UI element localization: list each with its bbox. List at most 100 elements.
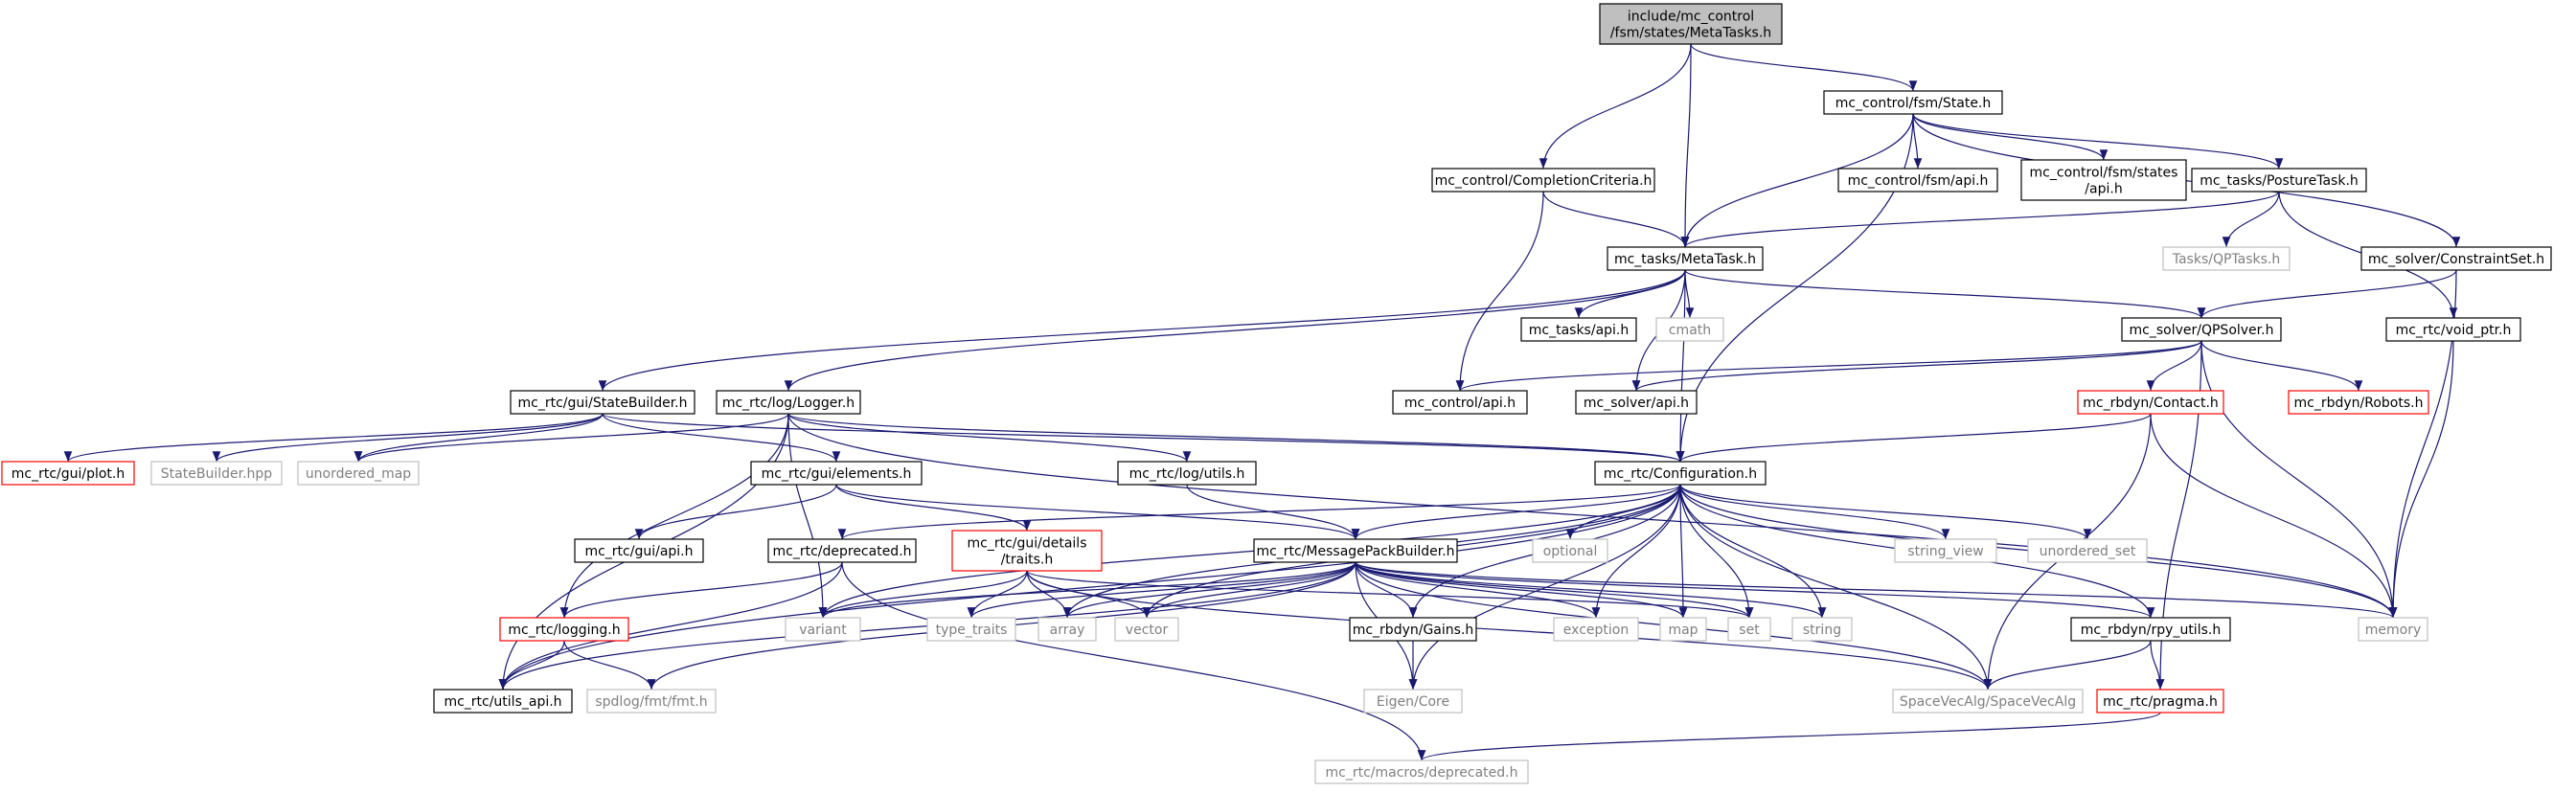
node-label: mc_rtc/deprecated.h xyxy=(772,544,911,559)
node-pragma[interactable]: mc_rtc/pragma.h xyxy=(2096,689,2224,714)
node-box xyxy=(2070,617,2231,642)
file-nodes: include/mc_control/fsm/states/MetaTasks.… xyxy=(1,3,2552,784)
node-box xyxy=(150,461,283,486)
node-logging[interactable]: mc_rtc/logging.h xyxy=(499,617,629,642)
node-box xyxy=(2162,246,2291,271)
edge-msgpack-to-array xyxy=(1062,561,1356,619)
node-gui-elements[interactable]: mc_rtc/gui/elements.h xyxy=(750,461,923,486)
node-box xyxy=(1892,689,2084,714)
node-map: map xyxy=(1659,617,1707,642)
node-label: mc_rtc/log/Logger.h xyxy=(722,396,855,411)
edge-metatask-to-configuration xyxy=(1676,269,1686,463)
node-label: mc_rtc/logging.h xyxy=(508,623,620,638)
node-posture[interactable]: mc_tasks/PostureTask.h xyxy=(2191,168,2367,193)
edge-logger-to-configuration xyxy=(787,413,1684,463)
edge-msgpack-to-vector xyxy=(1142,561,1356,619)
edge-metatask-to-cmath xyxy=(1684,269,1695,319)
edge-configuration-to-optional xyxy=(1565,484,1681,540)
edge-metatask-to-tasks_api xyxy=(1574,269,1686,319)
edge-logger-to-log_utils xyxy=(787,413,1192,463)
node-box xyxy=(2288,390,2429,415)
node-label: mc_rtc/void_ptr.h xyxy=(2396,323,2512,338)
node-log-utils[interactable]: mc_rtc/log/utils.h xyxy=(1117,461,1257,486)
node-completion[interactable]: mc_control/CompletionCriteria.h xyxy=(1431,168,1655,193)
node-tasks-api[interactable]: mc_tasks/api.h xyxy=(1520,317,1637,342)
node-solver-api[interactable]: mc_solver/api.h xyxy=(1575,390,1698,415)
node-label: mc_control/CompletionCriteria.h xyxy=(1435,173,1653,189)
edge-configuration-to-exception xyxy=(1591,484,1681,619)
node-box xyxy=(1392,390,1528,415)
edge-qpsolver-to-solver_api xyxy=(1631,340,2202,392)
edge-metatask-to-qpsolver xyxy=(1684,269,2206,319)
node-box xyxy=(2096,689,2224,714)
node-metatask[interactable]: mc_tasks/MetaTask.h xyxy=(1607,246,1764,271)
node-box xyxy=(2191,168,2367,193)
node-box xyxy=(750,461,923,486)
node-label: mc_control/api.h xyxy=(1404,396,1516,411)
node-label: /fsm/states/MetaTasks.h xyxy=(1610,26,1771,41)
node-box xyxy=(586,689,717,714)
node-label: memory xyxy=(2365,623,2422,638)
node-traits[interactable]: mc_rtc/gui/details/traits.h xyxy=(951,530,1103,572)
node-contact[interactable]: mc_rbdyn/Contact.h xyxy=(2077,390,2224,415)
edge-traits-to-array xyxy=(1026,570,1072,619)
edge-contact-to-configuration xyxy=(1676,413,2152,463)
node-control-api[interactable]: mc_control/api.h xyxy=(1392,390,1528,415)
edge-configuration-to-string_view xyxy=(1679,484,1950,540)
edge-logger-to-memory xyxy=(787,413,2398,619)
edge-traits-to-set xyxy=(1026,570,1753,619)
node-label: Eigen/Core xyxy=(1377,694,1449,710)
node-label: StateBuilder.hpp xyxy=(161,466,272,482)
node-utils-api[interactable]: mc_rtc/utils_api.h xyxy=(433,689,573,714)
edge-statebuilder-to-plot xyxy=(63,413,604,463)
edge-configuration-to-deprecated xyxy=(838,484,1681,540)
node-label: mc_rtc/gui/elements.h xyxy=(762,466,912,482)
edge-contact-to-memory xyxy=(2150,413,2398,619)
edge-completion-to-metatask xyxy=(1542,191,1690,248)
node-label: mc_rbdyn/rpy_utils.h xyxy=(2081,623,2221,638)
edge-configuration-to-unordered_set xyxy=(1679,484,2092,540)
node-plot[interactable]: mc_rtc/gui/plot.h xyxy=(1,461,135,486)
node-eigen: Eigen/Core xyxy=(1363,689,1463,714)
node-exception: exception xyxy=(1553,617,1639,642)
node-logger[interactable]: mc_rtc/log/Logger.h xyxy=(716,390,861,415)
node-fsm-states-api[interactable]: mc_control/fsm/states/api.h xyxy=(2020,159,2187,201)
node-state[interactable]: mc_control/fsm/State.h xyxy=(1823,90,2003,115)
node-box xyxy=(767,538,917,563)
node-deprecated[interactable]: mc_rtc/deprecated.h xyxy=(767,538,917,563)
node-root[interactable]: include/mc_control/fsm/states/MetaTasks.… xyxy=(1599,3,1783,45)
node-label: mc_rtc/Configuration.h xyxy=(1604,466,1757,482)
node-box xyxy=(1655,317,1724,342)
node-box xyxy=(1363,689,1463,714)
node-fsm-api[interactable]: mc_control/fsm/api.h xyxy=(1837,168,1998,193)
node-statebuilder[interactable]: mc_rtc/gui/StateBuilder.h xyxy=(510,390,695,415)
node-gui-api[interactable]: mc_rtc/gui/api.h xyxy=(574,538,704,563)
node-label: spdlog/fmt/fmt.h xyxy=(595,694,707,710)
node-unordered-map: unordered_map xyxy=(297,461,420,486)
node-label: optional xyxy=(1543,544,1598,559)
node-robots[interactable]: mc_rbdyn/Robots.h xyxy=(2288,390,2429,415)
node-label: mc_control/fsm/State.h xyxy=(1835,96,1992,111)
edge-gui_elements-to-gui_api xyxy=(634,484,837,540)
node-constraintset[interactable]: mc_solver/ConstraintSet.h xyxy=(2360,246,2552,271)
node-qpsolver[interactable]: mc_solver/QPSolver.h xyxy=(2121,317,2282,342)
node-msgpack[interactable]: mc_rtc/MessagePackBuilder.h xyxy=(1253,538,1458,563)
node-void-ptr[interactable]: mc_rtc/void_ptr.h xyxy=(2385,317,2521,342)
node-box xyxy=(1659,617,1707,642)
node-label: type_traits xyxy=(936,623,1008,638)
edge-qpsolver-to-robots xyxy=(2200,340,2363,392)
node-statebuilder-hpp: StateBuilder.hpp xyxy=(150,461,283,486)
node-box xyxy=(1532,538,1608,563)
edge-logger-to-unordered_map xyxy=(353,413,789,463)
edge-posture-to-metatask xyxy=(1680,191,2280,248)
node-box xyxy=(1520,317,1637,342)
node-configuration[interactable]: mc_rtc/Configuration.h xyxy=(1594,461,1767,486)
node-rpy-utils[interactable]: mc_rbdyn/rpy_utils.h xyxy=(2070,617,2231,642)
node-box xyxy=(1607,246,1764,271)
node-label: set xyxy=(1739,623,1760,638)
node-box xyxy=(433,689,573,714)
node-gains[interactable]: mc_rbdyn/Gains.h xyxy=(1349,617,1477,642)
node-label: string_view xyxy=(1907,544,1983,559)
node-box xyxy=(574,538,704,563)
